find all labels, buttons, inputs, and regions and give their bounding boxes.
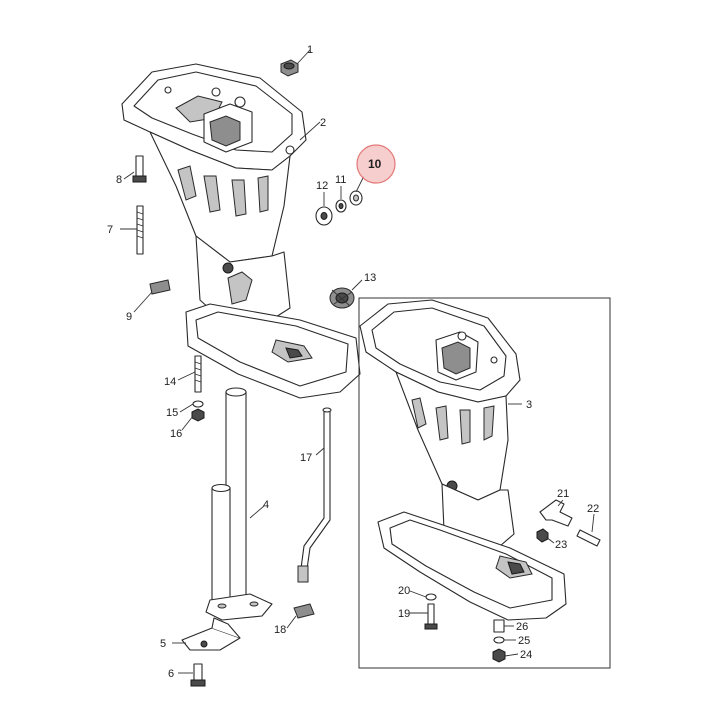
part-22-stud[interactable] [576, 529, 601, 547]
part-21-elbow-tube[interactable] [539, 499, 573, 527]
part-16-nut[interactable] [191, 408, 205, 422]
part-25-washer[interactable] [493, 636, 505, 644]
callout-16[interactable]: 16 [170, 428, 182, 440]
part-3-driveshaft-housing[interactable] [359, 299, 567, 621]
callout-3[interactable]: 3 [526, 399, 532, 411]
inset-box [358, 297, 611, 669]
callout-9[interactable]: 9 [126, 311, 132, 323]
part-18-clip[interactable] [293, 603, 315, 619]
callout-4[interactable]: 4 [263, 499, 269, 511]
callout-26[interactable]: 26 [516, 621, 528, 633]
part-12-washer[interactable] [315, 206, 333, 226]
part-13-grommet[interactable] [329, 287, 355, 309]
callout-5[interactable]: 5 [160, 638, 166, 650]
callout-22[interactable]: 22 [587, 503, 599, 515]
part-2-driveshaft-housing[interactable] [121, 63, 361, 399]
part-7-stud[interactable] [136, 205, 144, 255]
callout-17[interactable]: 17 [300, 452, 312, 464]
callout-14[interactable]: 14 [164, 376, 176, 388]
callout-8[interactable]: 8 [116, 174, 122, 186]
callout-20[interactable]: 20 [398, 585, 410, 597]
callout-11[interactable]: 11 [335, 174, 346, 186]
part-6-bolt[interactable] [190, 663, 206, 687]
callout-25[interactable]: 25 [518, 635, 530, 647]
part-20-washer[interactable] [425, 593, 437, 601]
highlight-marker [356, 144, 396, 184]
part-24-nut[interactable] [492, 648, 506, 663]
part-14-stud[interactable] [194, 355, 202, 393]
callout-19[interactable]: 19 [398, 608, 410, 620]
part-23-nut[interactable] [536, 528, 549, 543]
part-10-nut[interactable] [349, 190, 363, 206]
part-5-plate[interactable] [181, 617, 241, 651]
callout-10[interactable]: 10 [368, 157, 382, 171]
callout-23[interactable]: 23 [555, 539, 567, 551]
part-17-water-tube[interactable] [297, 407, 332, 583]
callout-7[interactable]: 7 [107, 224, 113, 236]
part-19-bolt[interactable] [424, 603, 438, 630]
callout-2[interactable]: 2 [320, 117, 326, 129]
callout-18[interactable]: 18 [274, 624, 286, 636]
part-9-block[interactable] [149, 279, 171, 295]
callout-12[interactable]: 12 [316, 180, 328, 192]
part-26-sleeve[interactable] [493, 619, 505, 633]
leader-lines [120, 49, 595, 674]
part-1-nut[interactable] [280, 59, 299, 77]
callout-1[interactable]: 1 [307, 44, 313, 56]
callout-6[interactable]: 6 [168, 668, 174, 680]
callout-labels: 1 2 3 4 5 6 7 8 9 10 11 12 13 14 15 16 1… [107, 44, 599, 680]
part-11-washer[interactable] [335, 199, 347, 213]
callout-15[interactable]: 15 [166, 407, 178, 419]
callout-13[interactable]: 13 [364, 272, 376, 284]
part-15-washer[interactable] [192, 400, 204, 408]
part-8-bolt[interactable] [132, 155, 147, 183]
callout-21[interactable]: 21 [557, 488, 569, 500]
part-4-tube-assembly[interactable] [205, 387, 273, 621]
callout-24[interactable]: 24 [520, 649, 532, 661]
